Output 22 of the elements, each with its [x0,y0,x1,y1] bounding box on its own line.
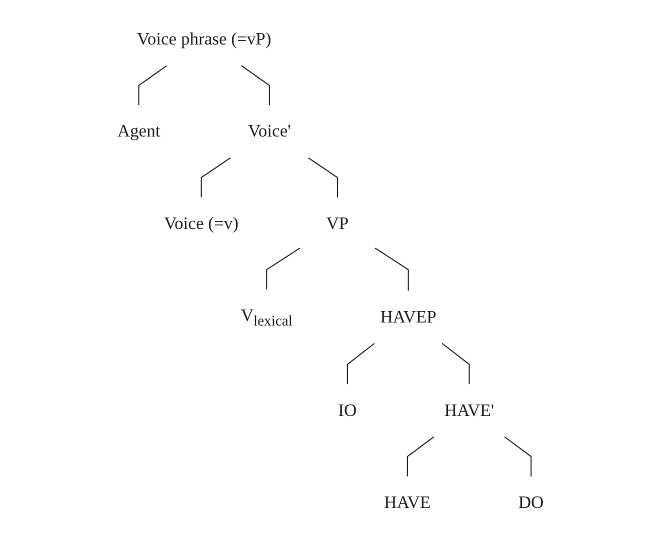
connector [308,157,338,198]
node-text: Voice (=v) [164,214,239,234]
connector [242,65,270,106]
connector [201,157,232,198]
connector [266,248,301,290]
node-text: Agent [118,122,161,142]
node-text: HAVE' [444,400,495,420]
connector [138,65,168,106]
node-text: HAVE [384,492,432,512]
syntax-tree-drawing: Voice phrase (=vP) Agent Voice' Voice (=v) VP V$_{lexical}$ HAVEP IO HAVE' HAVE DO [84,6,578,536]
connector [504,436,532,476]
connector [347,342,376,384]
node-text: DO [518,492,544,512]
connector [407,436,435,476]
node-text: Voice phrase (=vP) [137,30,272,49]
connector [442,342,470,384]
node-text: IO [338,400,358,420]
node-text: VP [326,214,350,234]
node-text: V$_{lexical}$ [241,306,293,329]
node-text: Voice' [248,122,292,142]
node-text: HAVEP [380,307,437,327]
connector [375,248,410,291]
